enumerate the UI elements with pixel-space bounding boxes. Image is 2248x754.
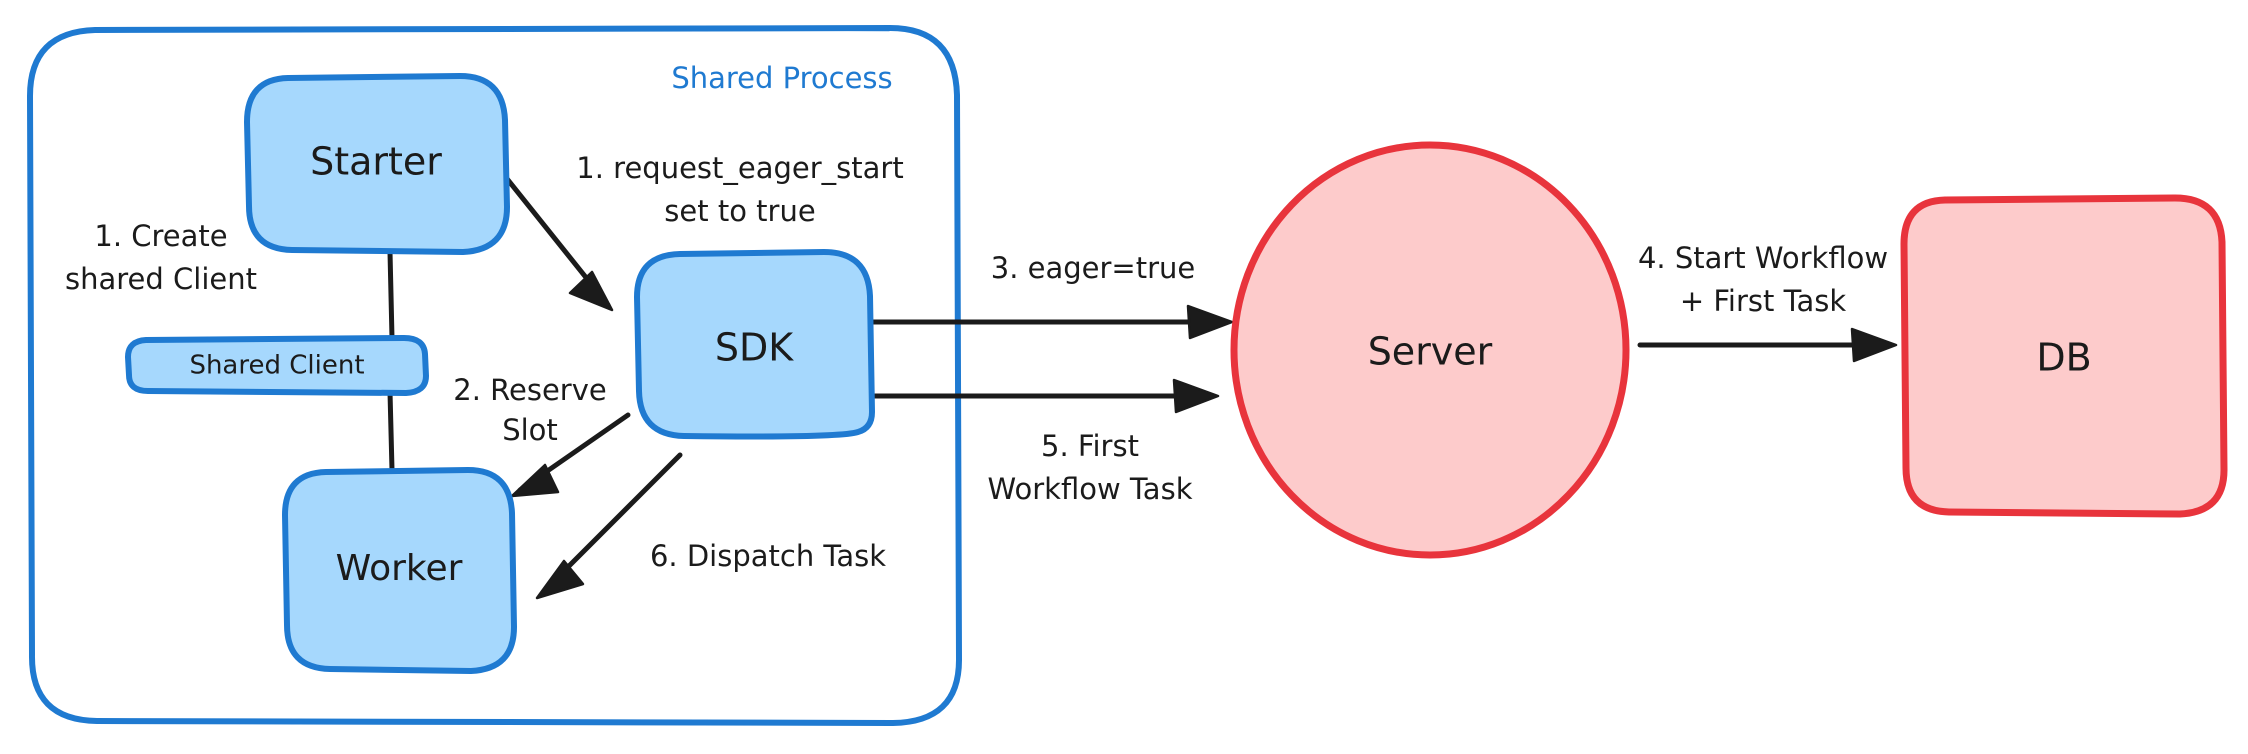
- node-db-shape: [1900, 194, 2228, 518]
- node-server-label: Server: [1368, 330, 1493, 374]
- svg-text:Slot: Slot: [502, 413, 558, 447]
- node-shared-client[interactable]: Shared Client: [125, 335, 429, 396]
- svg-text:set to true: set to true: [664, 194, 815, 228]
- arrow-sdk-to-server-eager: [869, 304, 1234, 340]
- arrow-starter-to-sdk: [497, 167, 614, 312]
- node-shared-client-shape: [125, 335, 429, 396]
- node-shared-client-label: Shared Client: [189, 351, 364, 381]
- node-server-sketch-accent: [1394, 142, 1434, 150]
- connector-shared-client-worker: [387, 389, 395, 473]
- shared-process-border: [27, 25, 962, 726]
- node-starter[interactable]: Starter: [244, 73, 510, 255]
- svg-text:1. Create: 1. Create: [94, 219, 227, 253]
- node-worker[interactable]: Worker: [282, 467, 517, 674]
- arrow-sdk-to-server-first-task: [869, 378, 1220, 414]
- edge-label-reserve-slot: 2. Reserve Slot: [453, 373, 606, 447]
- shared-process-container: Shared Process: [27, 25, 962, 726]
- node-starter-label: Starter: [310, 140, 442, 184]
- node-starter-shape: [244, 73, 510, 255]
- node-sdk-label: SDK: [715, 326, 794, 370]
- svg-text:1. request_eager_start: 1. request_eager_start: [576, 151, 903, 185]
- shared-process-label: Shared Process: [671, 61, 892, 95]
- node-sdk-shape: [634, 249, 875, 440]
- svg-text:2. Reserve: 2. Reserve: [453, 373, 606, 407]
- edge-label-first-workflow-task: 5. First Workflow Task: [988, 429, 1193, 506]
- svg-text:6. Dispatch Task: 6. Dispatch Task: [650, 539, 886, 573]
- edge-label-eager-true: 3. eager=true: [991, 251, 1196, 285]
- arrow-sdk-to-worker-dispatch: [535, 452, 683, 600]
- arrow-sdk-to-worker-reserve: [510, 412, 631, 498]
- node-db[interactable]: DB: [1900, 194, 2228, 518]
- node-sdk[interactable]: SDK: [634, 249, 875, 440]
- node-server[interactable]: Server: [1230, 141, 1630, 559]
- svg-text:4. Start Workflow: 4. Start Workflow: [1638, 241, 1888, 275]
- edge-label-create-shared-client: 1. Create shared Client: [65, 219, 257, 296]
- node-worker-shape: [282, 467, 517, 674]
- svg-text:3. eager=true: 3. eager=true: [991, 251, 1196, 285]
- connector-starter-shared-client: [387, 249, 395, 341]
- svg-text:5. First: 5. First: [1041, 429, 1139, 463]
- edge-label-dispatch-task: 6. Dispatch Task: [650, 539, 886, 573]
- edge-label-request-eager-start: 1. request_eager_start set to true: [576, 151, 903, 228]
- node-worker-label: Worker: [336, 548, 463, 589]
- arrow-server-to-db: [1637, 327, 1898, 363]
- node-db-label: DB: [2036, 336, 2091, 380]
- svg-text:shared Client: shared Client: [65, 262, 257, 296]
- edge-label-start-workflow: 4. Start Workflow + First Task: [1638, 241, 1888, 318]
- svg-text:+ First Task: + First Task: [1680, 284, 1847, 318]
- svg-text:Workflow Task: Workflow Task: [988, 472, 1193, 506]
